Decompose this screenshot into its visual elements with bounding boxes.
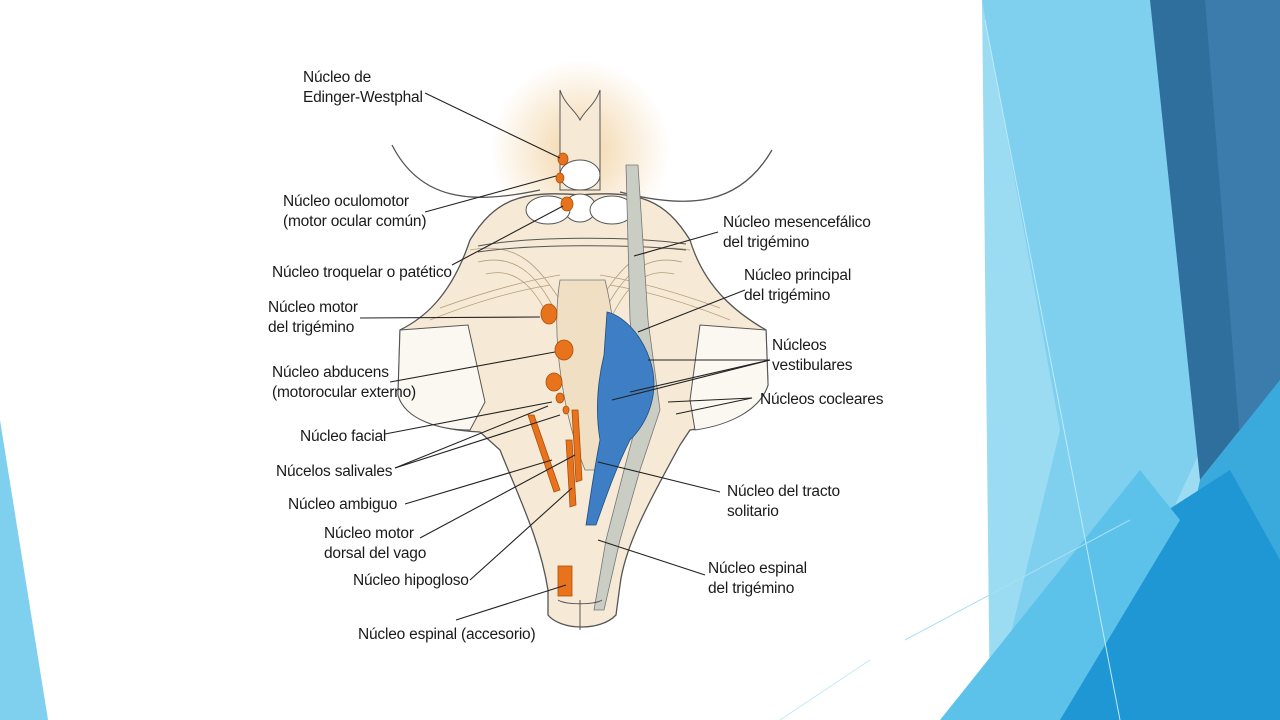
label-tracto-solitario: Núcleo del tracto solitario: [727, 482, 840, 522]
label-abducens: Núcleo abducens (motorocular externo): [272, 363, 416, 403]
label-line: Núcleo del tracto: [727, 483, 840, 500]
label-line: Núcleo hipogloso: [353, 572, 469, 589]
label-motor-dorsal-vago: Núcleo motor dorsal del vago: [324, 524, 426, 564]
label-line: Núcleo ambiguo: [288, 496, 398, 513]
label-line: Edinger-Westphal: [303, 89, 423, 106]
label-mesencefalico: Núcleo mesencefálico del trigémino: [723, 213, 871, 253]
label-line: Núcleo espinal: [708, 560, 807, 577]
label-oculomotor: Núcleo oculomotor (motor ocular común): [283, 192, 426, 232]
label-line: Núcleos: [772, 337, 827, 354]
label-espinal-trigemino: Núcleo espinal del trigémino: [708, 559, 807, 599]
label-espinal-accesorio: Núcleo espinal (accesorio): [358, 625, 536, 645]
label-cocleares: Núcleos cocleares: [760, 390, 883, 410]
label-line: Núcleo motor: [324, 525, 414, 542]
label-line: Núcleo oculomotor: [283, 193, 409, 210]
label-line: del trigémino: [723, 234, 810, 251]
label-edinger-westphal: Núcleo de Edinger-Westphal: [303, 68, 423, 108]
label-ambiguo: Núcleo ambiguo: [288, 495, 397, 515]
label-line: del trigémino: [708, 580, 795, 597]
label-line: Núcleos cocleares: [760, 391, 884, 408]
label-troclear: Núcleo troquelar o patético: [272, 263, 452, 283]
label-line: Núcleo espinal (accesorio): [358, 626, 536, 643]
label-line: del trigémino: [268, 319, 355, 336]
label-principal-trigemino: Núcleo principal del trigémino: [744, 266, 851, 306]
label-line: Núcleo de: [303, 69, 371, 86]
label-line: Núcelos salivales: [276, 463, 393, 480]
label-line: Núcleo motor: [268, 299, 358, 316]
label-facial: Núcleo facial: [300, 427, 386, 447]
label-line: (motorocular externo): [272, 384, 416, 401]
label-line: solitario: [727, 503, 779, 520]
label-line: Núcleo principal: [744, 267, 852, 284]
label-line: Núcleo facial: [300, 428, 387, 445]
label-salivales: Núcelos salivales: [276, 462, 393, 482]
label-line: vestibulares: [772, 357, 853, 374]
label-line: (motor ocular común): [283, 213, 427, 230]
label-hipogloso: Núcleo hipogloso: [353, 571, 469, 591]
label-line: dorsal del vago: [324, 545, 427, 562]
label-motor-trigemino: Núcleo motor del trigémino: [268, 298, 358, 338]
label-line: del trigémino: [744, 287, 831, 304]
label-vestibulares: Núcleos vestibulares: [772, 336, 853, 376]
label-line: Núcleo troquelar o patético: [272, 264, 452, 281]
label-line: Núcleo abducens: [272, 364, 389, 381]
label-line: Núcleo mesencefálico: [723, 214, 871, 231]
